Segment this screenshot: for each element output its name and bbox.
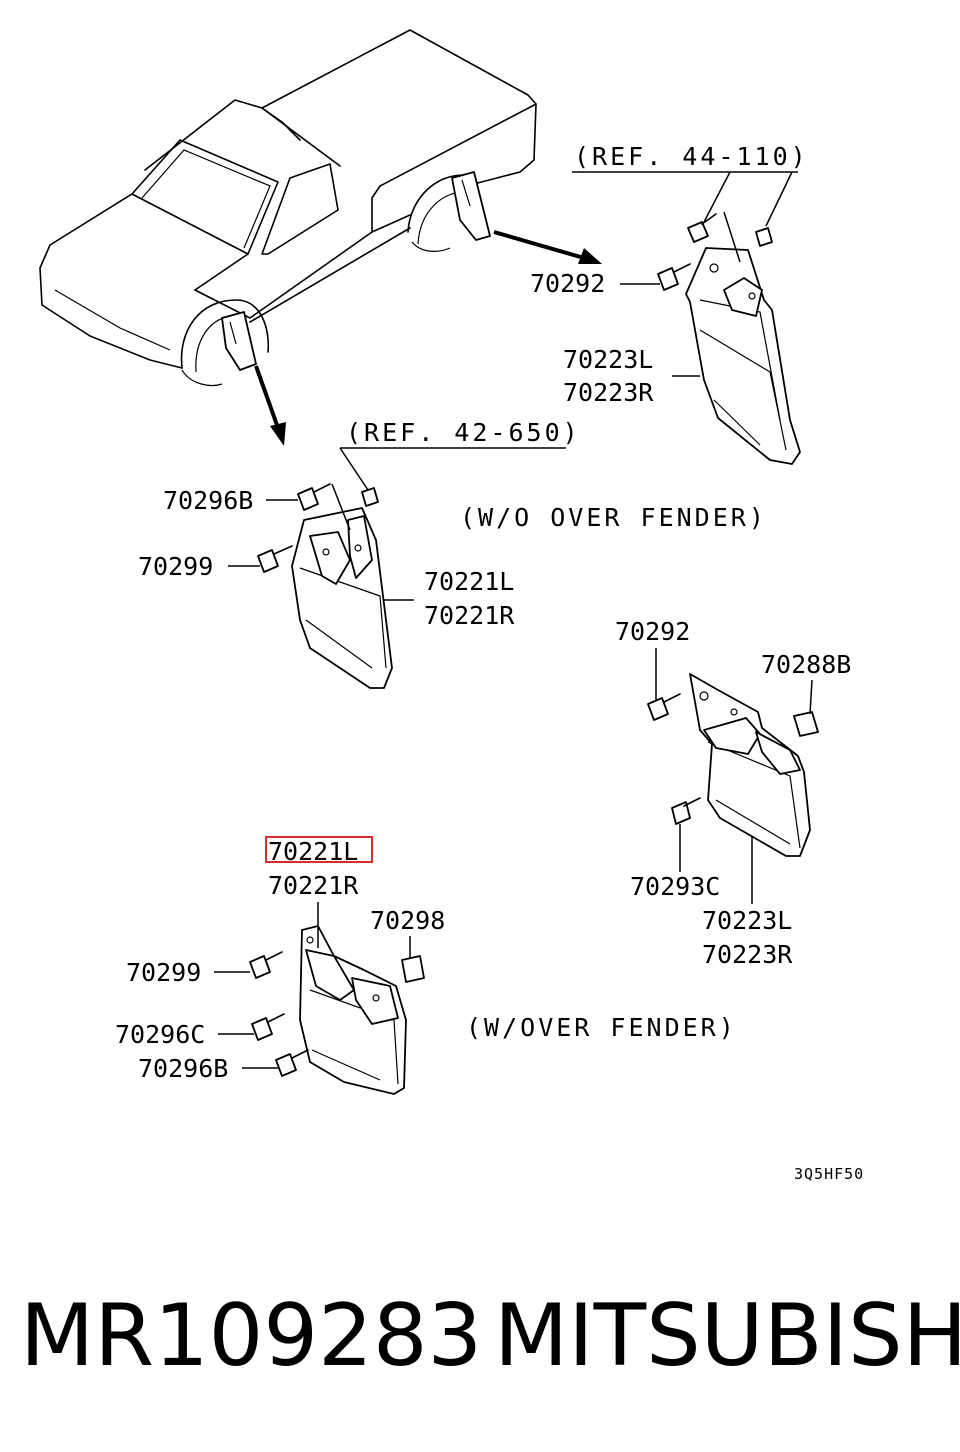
front2-clip-70298 [401,936,425,983]
brand-caption: MITSUBISHI [494,1286,960,1386]
front2-screw-70299 [214,951,283,979]
truck-illustration [39,29,537,387]
rear-ref-line [572,171,798,263]
label-front2-clip: 70298 [370,906,445,935]
rear2-clip-70288b [793,679,819,737]
rear-bolt-70292 [620,263,700,377]
label-front2-flap-l: 70221L [268,837,358,866]
front2-bolt-70296b [242,1049,309,1077]
front-mudflap-w-fender [299,925,407,1095]
label-ref-front: (REF. 42-650) [346,418,581,447]
label-rear2-bolt: 70292 [615,617,690,646]
label-rear-flap-l: 70223L [563,345,653,374]
label-ref-rear: (REF. 44-110) [574,142,809,171]
part-number-caption: MR109283 [20,1286,482,1386]
label-front-flap-l: 70221L [424,567,514,596]
label-front2-bolt-b: 70296B [138,1054,228,1083]
truck-rear-flap [451,171,491,241]
front-bolt-70296b [266,483,379,511]
label-front-flap-r: 70221R [424,601,515,630]
truck-front-flap [221,311,257,371]
rear2-bolt-70292 [647,648,681,721]
label-w-over-fender: (W/OVER FENDER) [466,1013,737,1042]
front-mudflap-wo-fender [291,507,393,689]
label-rear-flap-r: 70223R [563,378,654,407]
label-front2-flap-r: 70221R [268,871,359,900]
rear-callout-arrow [493,230,602,264]
label-rear2-flap-l: 70223L [702,906,792,935]
front2-screw-70296c [218,1013,285,1041]
label-front2-screw: 70299 [126,958,201,987]
highlight-box [265,836,373,863]
rear-bolt-top [687,213,773,247]
label-rear2-screw: 70293C [630,872,720,901]
label-wo-over-fender: (W/O OVER FENDER) [460,503,767,532]
label-rear2-clip: 70288B [761,650,851,679]
rear2-screw-70293c [671,797,753,904]
rear-mudflap-w-fender [689,673,811,857]
front-screw-70299 [228,545,414,601]
front-ref-line [331,447,566,531]
diagram-code: 3Q5HF50 [794,1165,864,1183]
label-front-bolt-b: 70296B [163,486,253,515]
label-front-screw: 70299 [138,552,213,581]
label-front2-screw-c: 70296C [115,1020,205,1049]
label-rear2-flap-r: 70223R [702,940,793,969]
rear-mudflap-wo-fender [685,247,801,465]
label-rear-top-bolt: 70292 [530,269,605,298]
front-callout-arrow [254,365,286,446]
